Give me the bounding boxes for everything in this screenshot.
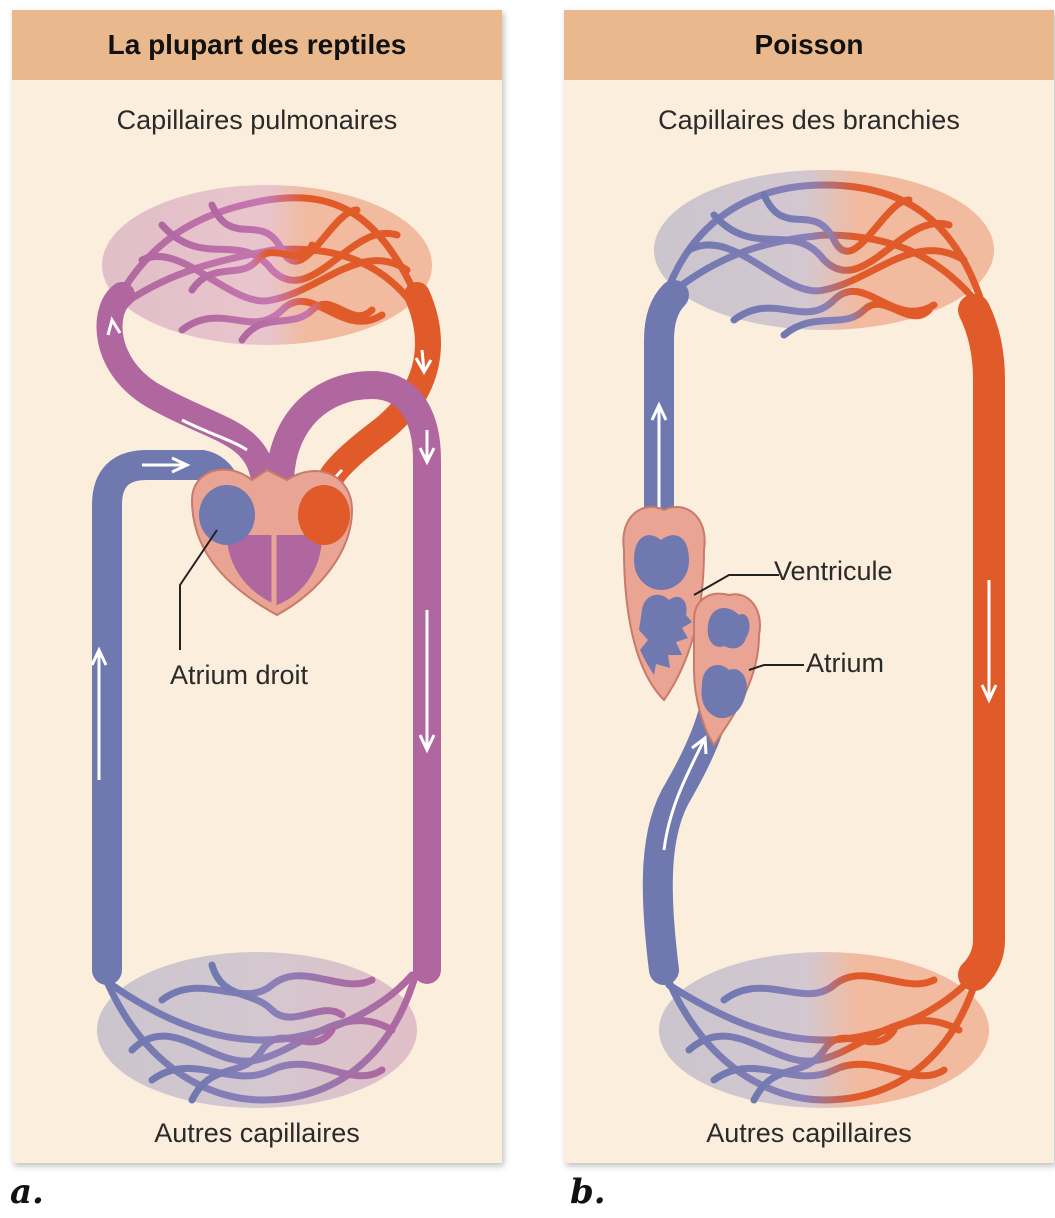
figure-letter-b: b. — [570, 1172, 606, 1212]
ventricle-label: Ventricule — [774, 556, 893, 587]
right-atrium-label: Atrium droit — [170, 660, 308, 691]
left-atrium — [298, 485, 350, 545]
ventricle-callout-line — [694, 575, 779, 595]
panel-fish: Poisson Capillaires des branchies — [564, 10, 1054, 1163]
systemic-capillary-bed — [97, 952, 417, 1108]
gill-capillary-bed — [654, 170, 994, 335]
dorsal-aorta — [974, 310, 989, 975]
bottom-capillaries-label: Autres capillaires — [12, 1118, 502, 1149]
bottom-capillaries-label: Autres capillaires — [564, 1118, 1054, 1149]
reptile-heart — [192, 470, 352, 615]
atrium-label: Atrium — [806, 648, 884, 679]
pulmonary-capillary-bed — [102, 185, 432, 345]
figure-letter-a: a. — [10, 1172, 44, 1212]
reptile-circulation-diagram — [12, 10, 502, 1163]
atrium — [702, 665, 747, 718]
ventral-aorta — [659, 295, 674, 510]
fish-heart — [623, 507, 760, 745]
panel-reptiles: La plupart des reptiles Capillaires pulm… — [12, 10, 502, 1163]
right-atrium — [199, 485, 255, 545]
atrium-callout-line — [749, 665, 804, 670]
systemic-capillary-bed — [659, 952, 989, 1108]
